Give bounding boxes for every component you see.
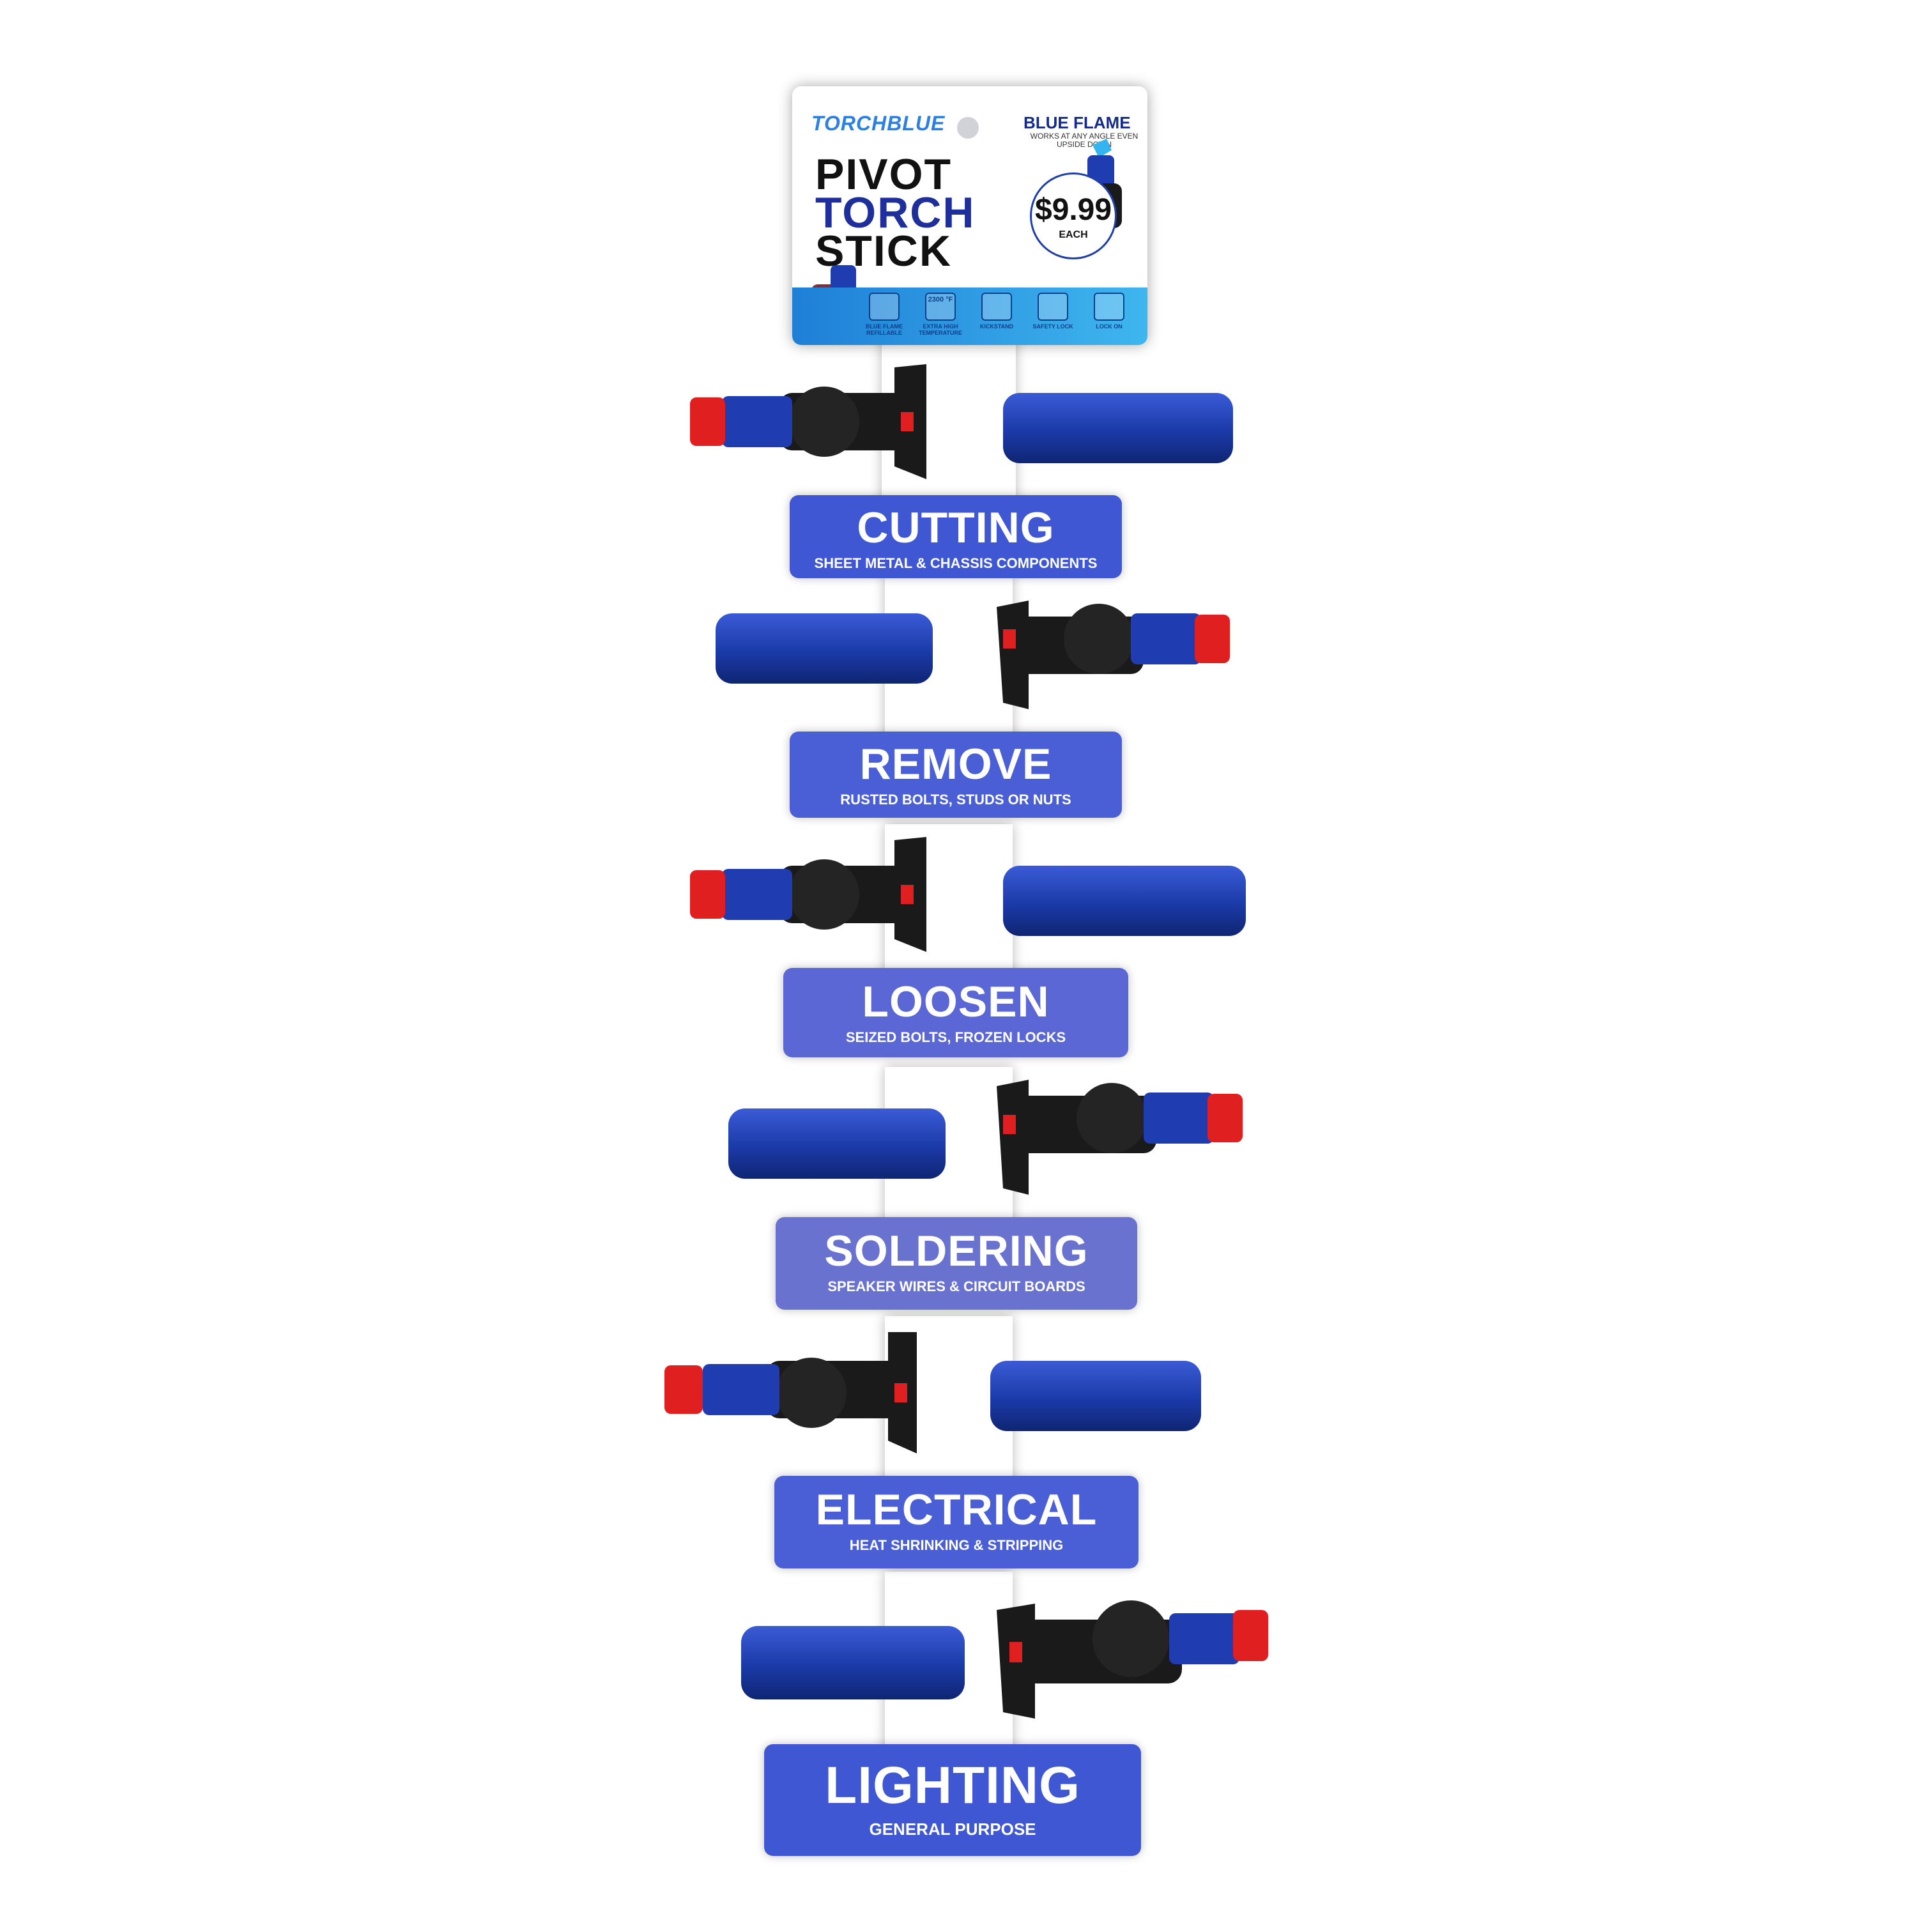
- torch-lighter: [684, 364, 1233, 479]
- card-subtitle: GENERAL PURPOSE: [869, 1820, 1036, 1839]
- use-card-loosen: LOOSEN SEIZED BOLTS, FROZEN LOCKS: [783, 968, 1128, 1057]
- torch-grip: [716, 613, 933, 684]
- torch-grip: [1003, 866, 1246, 936]
- card-subtitle: SPEAKER WIRES & CIRCUIT BOARDS: [827, 1278, 1085, 1294]
- hang-hole: [957, 117, 979, 139]
- feature-strip: BLUE FLAME REFILLABLE 2300 °F EXTRA HIGH…: [792, 288, 1147, 345]
- card-subtitle: SHEET METAL & CHASSIS COMPONENTS: [814, 555, 1098, 571]
- lock-on-icon: [1094, 293, 1124, 321]
- card-subtitle: RUSTED BOLTS, STUDS OR NUTS: [840, 792, 1071, 808]
- feature-label: BLUE FLAME REFILLABLE: [866, 323, 903, 336]
- torch-head: [997, 1080, 1243, 1195]
- feature-label: KICKSTAND: [979, 323, 1014, 330]
- use-card-remove: REMOVE RUSTED BOLTS, STUDS OR NUTS: [790, 732, 1122, 818]
- torch-grip: [728, 1108, 946, 1179]
- card-title: SOLDERING: [824, 1227, 1089, 1275]
- use-card-cutting: CUTTING SHEET METAL & CHASSIS COMPONENTS: [790, 495, 1122, 578]
- feature-refill: BLUE FLAME REFILLABLE: [856, 293, 912, 341]
- use-card-electrical: ELECTRICAL HEAT SHRINKING & STRIPPING: [774, 1476, 1138, 1568]
- product-title-line2: TORCH: [815, 188, 976, 237]
- torch-lighter: [735, 1591, 1297, 1719]
- torch-head: [664, 1332, 917, 1453]
- price-amount: $9.99: [1034, 193, 1112, 227]
- brand-logo: TORCHBLUE: [811, 112, 946, 135]
- feature-safety-lock: SAFETY LOCK: [1025, 293, 1081, 341]
- refill-icon: [869, 293, 900, 321]
- torch-head: [997, 1600, 1268, 1719]
- blue-flame-heading: BLUE FLAME: [1023, 113, 1131, 132]
- card-title: CUTTING: [857, 503, 1055, 552]
- torch-lighter: [716, 1073, 1252, 1195]
- use-card-soldering: SOLDERING SPEAKER WIRES & CIRCUIT BOARDS: [776, 1217, 1137, 1310]
- use-card-lighting: LIGHTING GENERAL PURPOSE: [764, 1744, 1141, 1856]
- card-title: REMOVE: [859, 740, 1052, 788]
- product-title-line1: PIVOT: [815, 150, 953, 199]
- feature-lock-on: LOCK ON: [1081, 293, 1137, 341]
- header-card: TORCHBLUE PIVOT TORCH STICK BLUE FLAME W…: [792, 86, 1147, 345]
- card-title: LOOSEN: [862, 977, 1050, 1026]
- feature-label: LOCK ON: [1096, 323, 1123, 330]
- torch-grip: [1003, 393, 1233, 463]
- torch-head: [690, 837, 926, 952]
- kickstand-icon: [981, 293, 1012, 321]
- torch-lighter: [658, 1332, 1208, 1453]
- feature-label: SAFETY LOCK: [1032, 323, 1073, 330]
- torch-lighter: [716, 594, 1230, 709]
- price-unit: EACH: [1059, 229, 1088, 240]
- feature-kickstand: KICKSTAND: [969, 293, 1025, 341]
- card-subtitle: SEIZED BOLTS, FROZEN LOCKS: [845, 1029, 1066, 1045]
- temperature-icon: 2300 °F: [925, 293, 956, 321]
- feature-label: EXTRA HIGH TEMPERATURE: [919, 323, 962, 336]
- torch-grip: [741, 1626, 965, 1699]
- torch-grip: [990, 1361, 1201, 1431]
- price-badge: $9.99 EACH: [1030, 172, 1117, 259]
- feature-temperature: 2300 °F EXTRA HIGH TEMPERATURE: [912, 293, 969, 341]
- card-subtitle: HEAT SHRINKING & STRIPPING: [849, 1537, 1064, 1553]
- safety-lock-icon: [1038, 293, 1068, 321]
- torch-lighter: [684, 837, 1246, 952]
- card-title: ELECTRICAL: [815, 1485, 1098, 1534]
- torch-head: [690, 364, 926, 479]
- card-title: LIGHTING: [825, 1756, 1080, 1814]
- torch-head: [997, 601, 1230, 709]
